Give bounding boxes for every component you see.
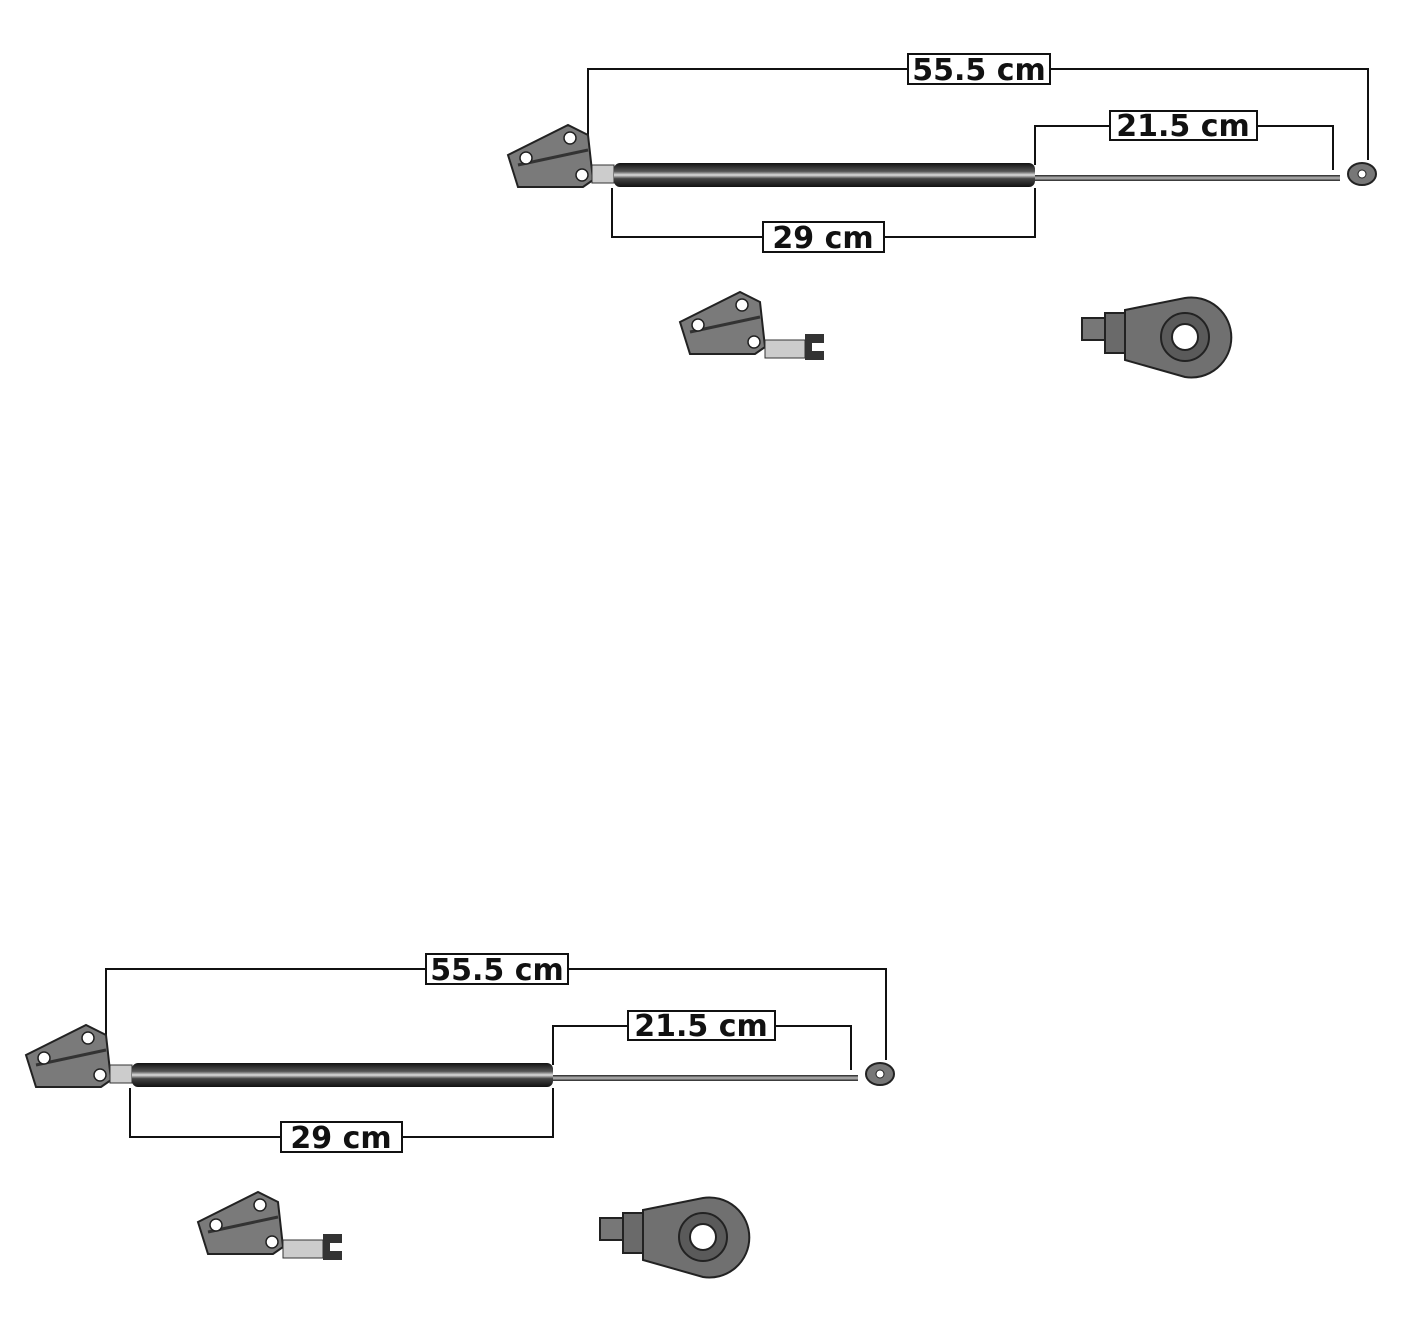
mounting-bracket-icon (24, 1023, 113, 1089)
piston-rod (553, 1075, 858, 1081)
piston-rod (1035, 175, 1340, 181)
cylinder-body (132, 1063, 553, 1087)
mounting-bracket-icon (506, 123, 595, 189)
strut-diagram-1: 55.5 cm 21.5 cm 29 cm (506, 53, 1377, 379)
bracket-end-detail-icon (196, 1190, 342, 1260)
strut-diagram-2: 55.5 cm 21.5 cm 29 cm (24, 953, 895, 1279)
body-length-label: 29 cm (772, 221, 873, 256)
eye-end-detail-icon (1081, 296, 1233, 379)
stroke-length-label: 21.5 cm (634, 1009, 768, 1044)
bracket-end-detail-icon (678, 290, 824, 360)
stroke-length-label: 21.5 cm (1116, 109, 1250, 144)
overall-length-label: 55.5 cm (430, 953, 564, 988)
overall-length-label: 55.5 cm (912, 53, 1046, 88)
cylinder-body (614, 163, 1035, 187)
body-length-label: 29 cm (290, 1121, 391, 1156)
eye-end-detail-icon (599, 1196, 751, 1279)
